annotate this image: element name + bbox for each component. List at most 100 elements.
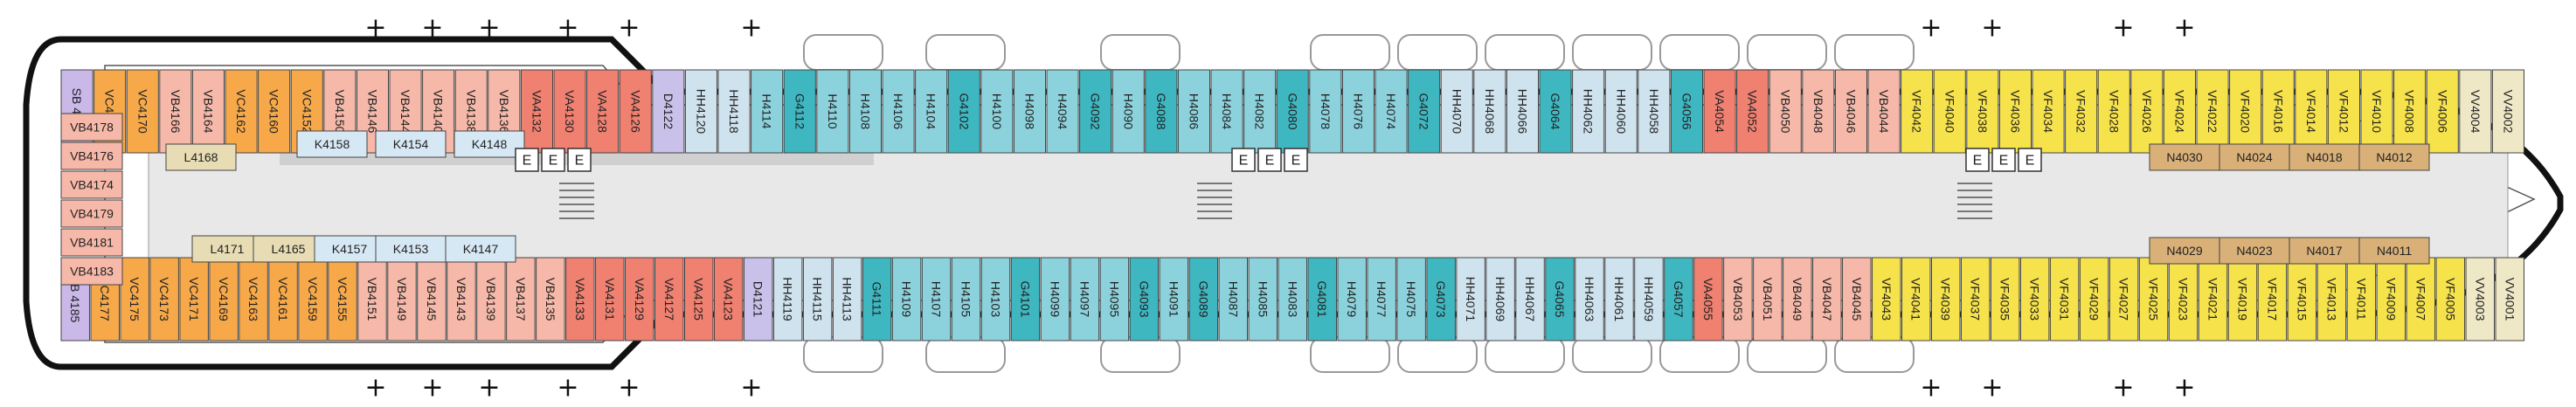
cabin-hh4062[interactable]: HH4062 (1572, 69, 1605, 154)
cabin-l4171[interactable]: L4171 (191, 235, 263, 263)
cabin-vf4009[interactable]: VF4009 (2376, 257, 2406, 341)
cabin-g4081[interactable]: G4081 (1307, 257, 1337, 341)
cabin-h4105[interactable]: H4105 (951, 257, 981, 341)
cabin-k4154[interactable]: K4154 (375, 130, 447, 158)
cabin-h4114[interactable]: H4114 (751, 69, 784, 154)
cabin-hh4118[interactable]: HH4118 (717, 69, 751, 154)
cabin-vf4029[interactable]: VF4029 (2079, 257, 2109, 341)
cabin-g4057[interactable]: G4057 (1664, 257, 1693, 341)
cabin-h4084[interactable]: H4084 (1210, 69, 1243, 154)
cabin-vf4035[interactable]: VF4035 (1990, 257, 2020, 341)
cabin-g4065[interactable]: G4065 (1545, 257, 1575, 341)
cabin-vf4008[interactable]: VF4008 (2393, 69, 2427, 154)
cabin-g4089[interactable]: G4089 (1188, 257, 1219, 341)
cabin-vf4026[interactable]: VF4026 (2130, 69, 2164, 154)
cabin-vb4181[interactable]: VB4181 (60, 228, 123, 257)
cabin-h4078[interactable]: H4078 (1309, 69, 1342, 154)
cabin-h4106[interactable]: H4106 (882, 69, 915, 154)
cabin-d4122[interactable]: D4122 (652, 69, 685, 154)
cabin-hh4059[interactable]: HH4059 (1634, 257, 1664, 341)
cabin-va4055[interactable]: VA4055 (1693, 257, 1723, 341)
cabin-vf4012[interactable]: VF4012 (2327, 69, 2360, 154)
cabin-vv4001[interactable]: VV4001 (2495, 257, 2525, 341)
cabin-va4123[interactable]: VA4123 (713, 257, 744, 341)
cabin-vf4019[interactable]: VF4019 (2227, 257, 2258, 341)
cabin-vf4041[interactable]: VF4041 (1901, 257, 1931, 341)
cabin-h4079[interactable]: H4079 (1337, 257, 1367, 341)
cabin-h4082[interactable]: H4082 (1243, 69, 1277, 154)
cabin-vf4011[interactable]: VF4011 (2346, 257, 2377, 341)
cabin-h4075[interactable]: H4075 (1396, 257, 1426, 341)
cabin-vb4135[interactable]: VB4135 (536, 257, 565, 341)
cabin-h4108[interactable]: H4108 (848, 69, 883, 154)
cabin-vb4178[interactable]: VB4178 (60, 113, 123, 141)
cabin-vf4037[interactable]: VF4037 (1960, 257, 1991, 341)
cabin-h4110[interactable]: H4110 (816, 69, 849, 154)
cabin-vf4038[interactable]: VF4038 (1966, 69, 1999, 154)
cabin-vf4028[interactable]: VF4028 (2097, 69, 2130, 154)
cabin-vf4024[interactable]: VF4024 (2163, 69, 2196, 154)
cabin-vv4003[interactable]: VV4003 (2465, 257, 2496, 341)
cabin-vb4179[interactable]: VB4179 (60, 199, 123, 228)
cabin-va4133[interactable]: VA4133 (565, 257, 595, 341)
cabin-vf4021[interactable]: VF4021 (2198, 257, 2228, 341)
cabin-n4012[interactable]: N4012 (2358, 143, 2430, 171)
cabin-vb4049[interactable]: VB4049 (1783, 257, 1812, 341)
cabin-hh4119[interactable]: HH4119 (772, 257, 803, 341)
cabin-vb4048[interactable]: VB4048 (1802, 69, 1835, 154)
cabin-vf4017[interactable]: VF4017 (2257, 257, 2288, 341)
cabin-vb4183[interactable]: VB4183 (60, 257, 123, 286)
cabin-h4098[interactable]: H4098 (1013, 69, 1047, 154)
cabin-vf4006[interactable]: VF4006 (2426, 69, 2459, 154)
cabin-hh4120[interactable]: HH4120 (684, 69, 718, 154)
cabin-vc4161[interactable]: VC4161 (268, 257, 298, 341)
cabin-h4076[interactable]: H4076 (1341, 69, 1375, 154)
cabin-g4093[interactable]: G4093 (1129, 257, 1160, 341)
cabin-h4090[interactable]: H4090 (1111, 69, 1145, 154)
cabin-hh4067[interactable]: HH4067 (1515, 257, 1545, 341)
cabin-vb4174[interactable]: VB4174 (60, 170, 123, 199)
cabin-vf4036[interactable]: VF4036 (1998, 69, 2032, 154)
cabin-k4147[interactable]: K4147 (445, 235, 516, 263)
cabin-vf4014[interactable]: VF4014 (2295, 69, 2328, 154)
cabin-vc4171[interactable]: VC4171 (179, 257, 209, 341)
cabin-h4100[interactable]: H4100 (980, 69, 1014, 154)
cabin-n4030[interactable]: N4030 (2149, 143, 2220, 171)
cabin-vb4166[interactable]: VB4166 (159, 69, 192, 154)
cabin-g4092[interactable]: G4092 (1079, 69, 1112, 154)
cabin-h4087[interactable]: H4087 (1218, 257, 1249, 341)
cabin-vf4034[interactable]: VF4034 (2032, 69, 2065, 154)
cabin-h4074[interactable]: H4074 (1375, 69, 1408, 154)
cabin-va4132[interactable]: VA4132 (520, 69, 554, 154)
cabin-vb4149[interactable]: VB4149 (387, 257, 417, 341)
cabin-vf4016[interactable]: VF4016 (2261, 69, 2295, 154)
cabin-d4121[interactable]: D4121 (743, 257, 773, 341)
cabin-n4023[interactable]: N4023 (2219, 237, 2290, 265)
cabin-k4148[interactable]: K4148 (454, 130, 525, 158)
cabin-n4029[interactable]: N4029 (2149, 237, 2220, 265)
cabin-vc4159[interactable]: VC4159 (298, 257, 328, 341)
cabin-vb4053[interactable]: VB4053 (1723, 257, 1753, 341)
cabin-vf4005[interactable]: VF4005 (2435, 257, 2466, 341)
cabin-va4130[interactable]: VA4130 (553, 69, 586, 154)
cabin-vb4164[interactable]: VB4164 (191, 69, 225, 154)
cabin-g4102[interactable]: G4102 (947, 69, 980, 154)
cabin-g4056[interactable]: G4056 (1670, 69, 1704, 154)
cabin-va4127[interactable]: VA4127 (654, 257, 684, 341)
cabin-vb4137[interactable]: VB4137 (506, 257, 536, 341)
cabin-h4083[interactable]: H4083 (1278, 257, 1307, 341)
cabin-vf4022[interactable]: VF4022 (2196, 69, 2229, 154)
cabin-h4077[interactable]: H4077 (1367, 257, 1396, 341)
cabin-hh4071[interactable]: HH4071 (1456, 257, 1485, 341)
cabin-vv4002[interactable]: VV4002 (2491, 69, 2524, 154)
cabin-vb4139[interactable]: VB4139 (476, 257, 506, 341)
cabin-h4085[interactable]: H4085 (1248, 257, 1278, 341)
cabin-k4157[interactable]: K4157 (314, 235, 385, 263)
cabin-vf4040[interactable]: VF4040 (1933, 69, 1966, 154)
cabin-n4024[interactable]: N4024 (2219, 143, 2290, 171)
cabin-vb4143[interactable]: VB4143 (447, 257, 476, 341)
cabin-vf4042[interactable]: VF4042 (1901, 69, 1934, 154)
cabin-h4109[interactable]: H4109 (891, 257, 922, 341)
cabin-g4080[interactable]: G4080 (1276, 69, 1309, 154)
cabin-vc4170[interactable]: VC4170 (126, 69, 159, 154)
